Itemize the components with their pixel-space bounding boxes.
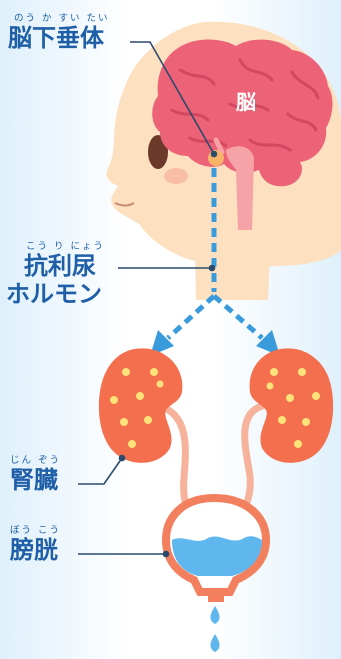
hormone-line-right: [214, 296, 262, 338]
kidney-ruby: じん ぞう: [10, 452, 61, 466]
urine-drop-2-icon: [210, 634, 219, 652]
pituitary-label: のう か すい たい 脳下垂体: [8, 10, 110, 52]
kidney-right: [250, 348, 334, 463]
adh-label: こう り にょう 抗利尿 ホルモン: [6, 238, 105, 308]
adh-term-line2: ホルモン: [6, 280, 105, 308]
urine-drop-1-icon: [210, 606, 219, 624]
kidney-illustration: [99, 348, 333, 463]
bladder-ruby: ぼう こう: [10, 522, 61, 536]
bladder-term: 膀胱: [10, 536, 61, 564]
bladder-illustration: [166, 498, 266, 652]
kidney-term: 腎臓: [10, 466, 61, 494]
kidney-left: [99, 348, 183, 463]
urethra: [208, 590, 224, 602]
bladder-label: ぼう こう 膀胱: [10, 522, 61, 564]
pituitary-term: 脳下垂体: [8, 24, 110, 52]
kidney-label: じん ぞう 腎臓: [10, 452, 61, 494]
brain-label: 脳: [236, 86, 256, 115]
kidney-leader: [78, 458, 122, 484]
adh-ruby: こう り にょう: [26, 238, 105, 252]
cheek: [164, 168, 188, 184]
hormone-line-left: [168, 296, 214, 338]
pituitary-ruby: のう か すい たい: [14, 10, 110, 24]
adh-term-line1: 抗利尿: [24, 252, 105, 280]
